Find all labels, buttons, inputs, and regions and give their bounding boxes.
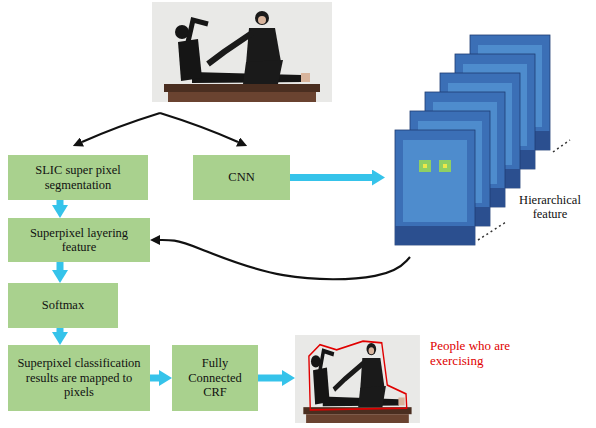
feature-map-stack: Hierarchical feature — [385, 30, 590, 255]
flow-arrow — [57, 328, 64, 332]
flow-arrow — [160, 240, 410, 279]
process-box: Fully Connected CRF — [172, 345, 258, 411]
output-image: People who are exercising — [295, 333, 545, 423]
continuation-dots — [478, 222, 506, 240]
output-photo — [295, 335, 420, 423]
box-label: Fully Connected CRF — [177, 356, 253, 399]
box-label: Superpixel layering feature — [13, 226, 145, 255]
flow-arrow — [290, 174, 372, 181]
box-label: Superpixel classification results are ma… — [13, 356, 145, 399]
input-photo — [152, 2, 332, 102]
segmentation-outline — [309, 341, 407, 410]
continuation-dots — [553, 140, 570, 152]
split-arrow — [82, 113, 160, 142]
figure-label: People who are exercising — [430, 339, 540, 369]
process-box: CNN — [193, 155, 290, 200]
flow-arrow — [57, 262, 64, 270]
split-arrow — [160, 113, 238, 142]
process-box: Superpixel classification results are ma… — [8, 345, 150, 411]
flow-arrow — [150, 375, 159, 382]
figure-label: Hierarchical feature — [510, 193, 590, 222]
box-label: CNN — [228, 170, 254, 184]
feature-map-layer — [395, 130, 475, 245]
box-label: SLIC super pixel segmentation — [13, 163, 143, 192]
process-box: Softmax — [8, 283, 118, 328]
process-box: SLIC super pixel segmentation — [8, 155, 148, 200]
output-scene — [295, 335, 420, 423]
flow-arrow — [57, 200, 64, 205]
process-box: Superpixel layering feature — [8, 218, 150, 262]
box-label: Softmax — [42, 298, 84, 312]
flow-arrow — [258, 375, 282, 382]
